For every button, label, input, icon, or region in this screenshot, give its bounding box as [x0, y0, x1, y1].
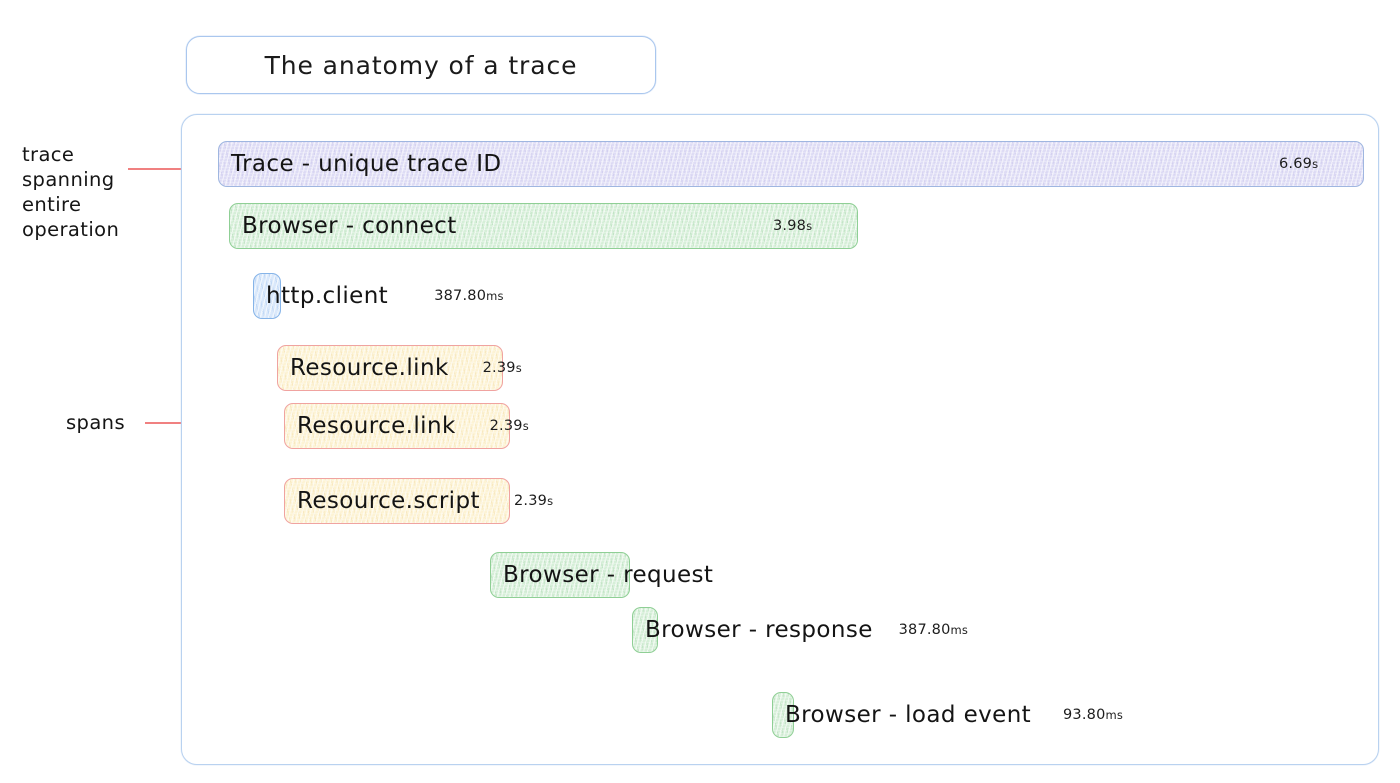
- span-duration-unit: s: [522, 418, 529, 433]
- span-duration-unit: s: [515, 360, 522, 375]
- span-duration-unit: ms: [1105, 707, 1124, 722]
- span-row[interactable]: Browser - load event 93.80ms: [182, 692, 1378, 738]
- span-row[interactable]: Browser - response 387.80ms: [182, 607, 1378, 653]
- trace-bar[interactable]: [218, 141, 1364, 187]
- browser-connect-bar[interactable]: [229, 203, 858, 249]
- span-duration: 2.39s: [482, 359, 522, 376]
- span-duration: 387.80ms: [434, 287, 504, 304]
- resource-link-bar-2[interactable]: [284, 403, 510, 449]
- span-label: Resource.link: [290, 354, 449, 381]
- browser-request-bar[interactable]: [490, 552, 630, 598]
- trace-annotation-label: trace spanning entire operation: [22, 143, 120, 241]
- span-duration-unit: s: [547, 493, 554, 508]
- browser-load-event-bar[interactable]: [772, 692, 794, 738]
- title-card: The anatomy of a trace: [186, 36, 656, 94]
- span-label: http.client: [266, 282, 389, 309]
- span-label: Browser - request: [503, 561, 714, 588]
- span-row[interactable]: Browser - request: [182, 552, 1378, 598]
- span-duration: 93.80ms: [1063, 706, 1124, 723]
- span-duration-unit: s: [806, 218, 813, 233]
- span-row[interactable]: Resource.link 2.39s: [182, 345, 1378, 391]
- span-label: Trace - unique trace ID: [231, 150, 502, 177]
- span-row[interactable]: Browser - connect 3.98s: [182, 203, 1378, 249]
- span-duration-unit: ms: [950, 622, 969, 637]
- span-label: Resource.link: [297, 412, 456, 439]
- span-label: Resource.script: [297, 487, 480, 514]
- span-duration-unit: s: [1312, 156, 1319, 171]
- trace-annotation-leader: [128, 168, 206, 170]
- browser-response-bar[interactable]: [632, 607, 658, 653]
- span-duration-unit: ms: [486, 288, 504, 303]
- span-duration: 6.69s: [1279, 155, 1319, 172]
- span-row[interactable]: Resource.script 2.39s: [182, 478, 1378, 524]
- span-duration: 3.98s: [773, 217, 813, 234]
- span-row[interactable]: http.client 387.80ms: [182, 273, 1378, 319]
- span-duration: 2.39s: [514, 492, 554, 509]
- spans-annotation-label: spans: [66, 411, 126, 434]
- span-row[interactable]: Trace - unique trace ID 6.69s: [182, 141, 1378, 187]
- span-label: Browser - connect: [242, 212, 457, 239]
- http-client-bar[interactable]: [253, 273, 281, 319]
- span-row[interactable]: Resource.link 2.39s: [182, 403, 1378, 449]
- span-label: Browser - load event: [785, 701, 1032, 728]
- resource-link-bar-1[interactable]: [277, 345, 503, 391]
- span-duration: 387.80ms: [898, 621, 969, 638]
- span-label: Browser - response: [645, 616, 873, 643]
- resource-script-bar[interactable]: [284, 478, 510, 524]
- span-duration: 2.39s: [489, 417, 529, 434]
- spans-annotation-leader: [145, 422, 213, 424]
- page-title: The anatomy of a trace: [264, 50, 578, 80]
